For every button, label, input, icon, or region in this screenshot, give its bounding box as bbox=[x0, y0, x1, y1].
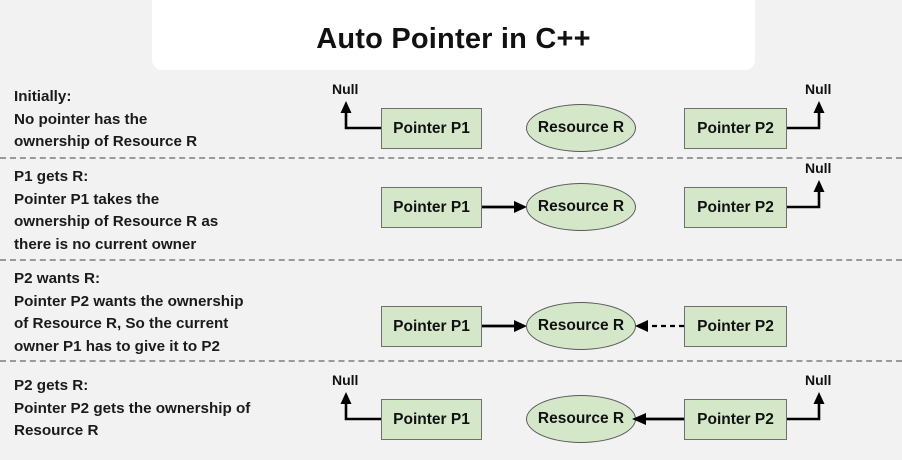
node-resource-r-row2: Resource R bbox=[526, 183, 636, 231]
p2-null-connector-row1 bbox=[787, 101, 825, 130]
row-initially-line-0: Initially: bbox=[14, 88, 72, 105]
row-initially-line-1: No pointer has the bbox=[14, 110, 148, 128]
null-label-p2-row4: Null bbox=[805, 372, 832, 388]
row-p2-wants-r-line-1: Pointer P2 wants the ownership bbox=[14, 292, 244, 310]
node-resource-r-row1: Resource R bbox=[526, 104, 636, 152]
node-pointer-p1-row1: Pointer P1 bbox=[381, 108, 482, 149]
row-p2-wants-r-description: P2 wants R: Pointer P2 wants the ownersh… bbox=[14, 268, 324, 358]
row-p2-wants-r-line-3: owner P1 has to give it to P2 bbox=[14, 337, 220, 355]
row-divider-3 bbox=[0, 360, 902, 362]
node-pointer-p2-row2: Pointer P2 bbox=[684, 187, 787, 228]
row-p1-gets-r-description: P1 gets R: Pointer P1 takes the ownershi… bbox=[14, 166, 324, 256]
p2-null-connector-row4 bbox=[787, 392, 825, 421]
row-p2-wants-r-line-2: of Resource R, So the current bbox=[14, 315, 229, 332]
node-pointer-p2-row1: Pointer P2 bbox=[684, 108, 787, 149]
row-p2-gets-r-line-2: Resource R bbox=[14, 422, 99, 439]
null-label-p1-row1: Null bbox=[332, 81, 359, 97]
row-divider-2 bbox=[0, 259, 902, 261]
row-p1-gets-r-line-3: there is no current owner bbox=[14, 235, 197, 253]
title-card: Auto Pointer in C++ bbox=[152, 0, 755, 70]
node-pointer-p2-row4: Pointer P2 bbox=[684, 399, 787, 440]
node-resource-r-row4: Resource R bbox=[526, 395, 636, 443]
row-initially-line-2: ownership of Resource R bbox=[14, 133, 198, 150]
null-label-p1-row4: Null bbox=[332, 372, 359, 388]
p2-null-connector-row2 bbox=[787, 180, 825, 209]
row-p1-gets-r-line-0: P1 gets R: bbox=[14, 168, 89, 185]
row-p2-gets-r-line-1: Pointer P2 gets the ownership of bbox=[14, 399, 251, 417]
node-resource-r-row3: Resource R bbox=[526, 302, 636, 350]
node-pointer-p2-row3: Pointer P2 bbox=[684, 306, 787, 347]
node-pointer-p1-row4: Pointer P1 bbox=[381, 399, 482, 440]
row-p1-gets-r-line-1: Pointer P1 takes the bbox=[14, 190, 160, 208]
null-label-p2-row1: Null bbox=[805, 81, 832, 97]
row-p1-gets-r-line-2: ownership of Resource R as bbox=[14, 213, 219, 230]
row-p2-gets-r-description: P2 gets R: Pointer P2 gets the ownership… bbox=[14, 375, 324, 443]
row-initially-description: Initially: No pointer has the ownership … bbox=[14, 86, 324, 154]
node-pointer-p1-row2: Pointer P1 bbox=[381, 187, 482, 228]
row-p2-wants-r-line-0: P2 wants R: bbox=[14, 270, 101, 287]
null-label-p2-row2: Null bbox=[805, 160, 832, 176]
row-p2-gets-r-line-0: P2 gets R: bbox=[14, 377, 89, 394]
row-divider-1 bbox=[0, 157, 902, 159]
page-title: Auto Pointer in C++ bbox=[316, 23, 591, 55]
node-pointer-p1-row3: Pointer P1 bbox=[381, 306, 482, 347]
